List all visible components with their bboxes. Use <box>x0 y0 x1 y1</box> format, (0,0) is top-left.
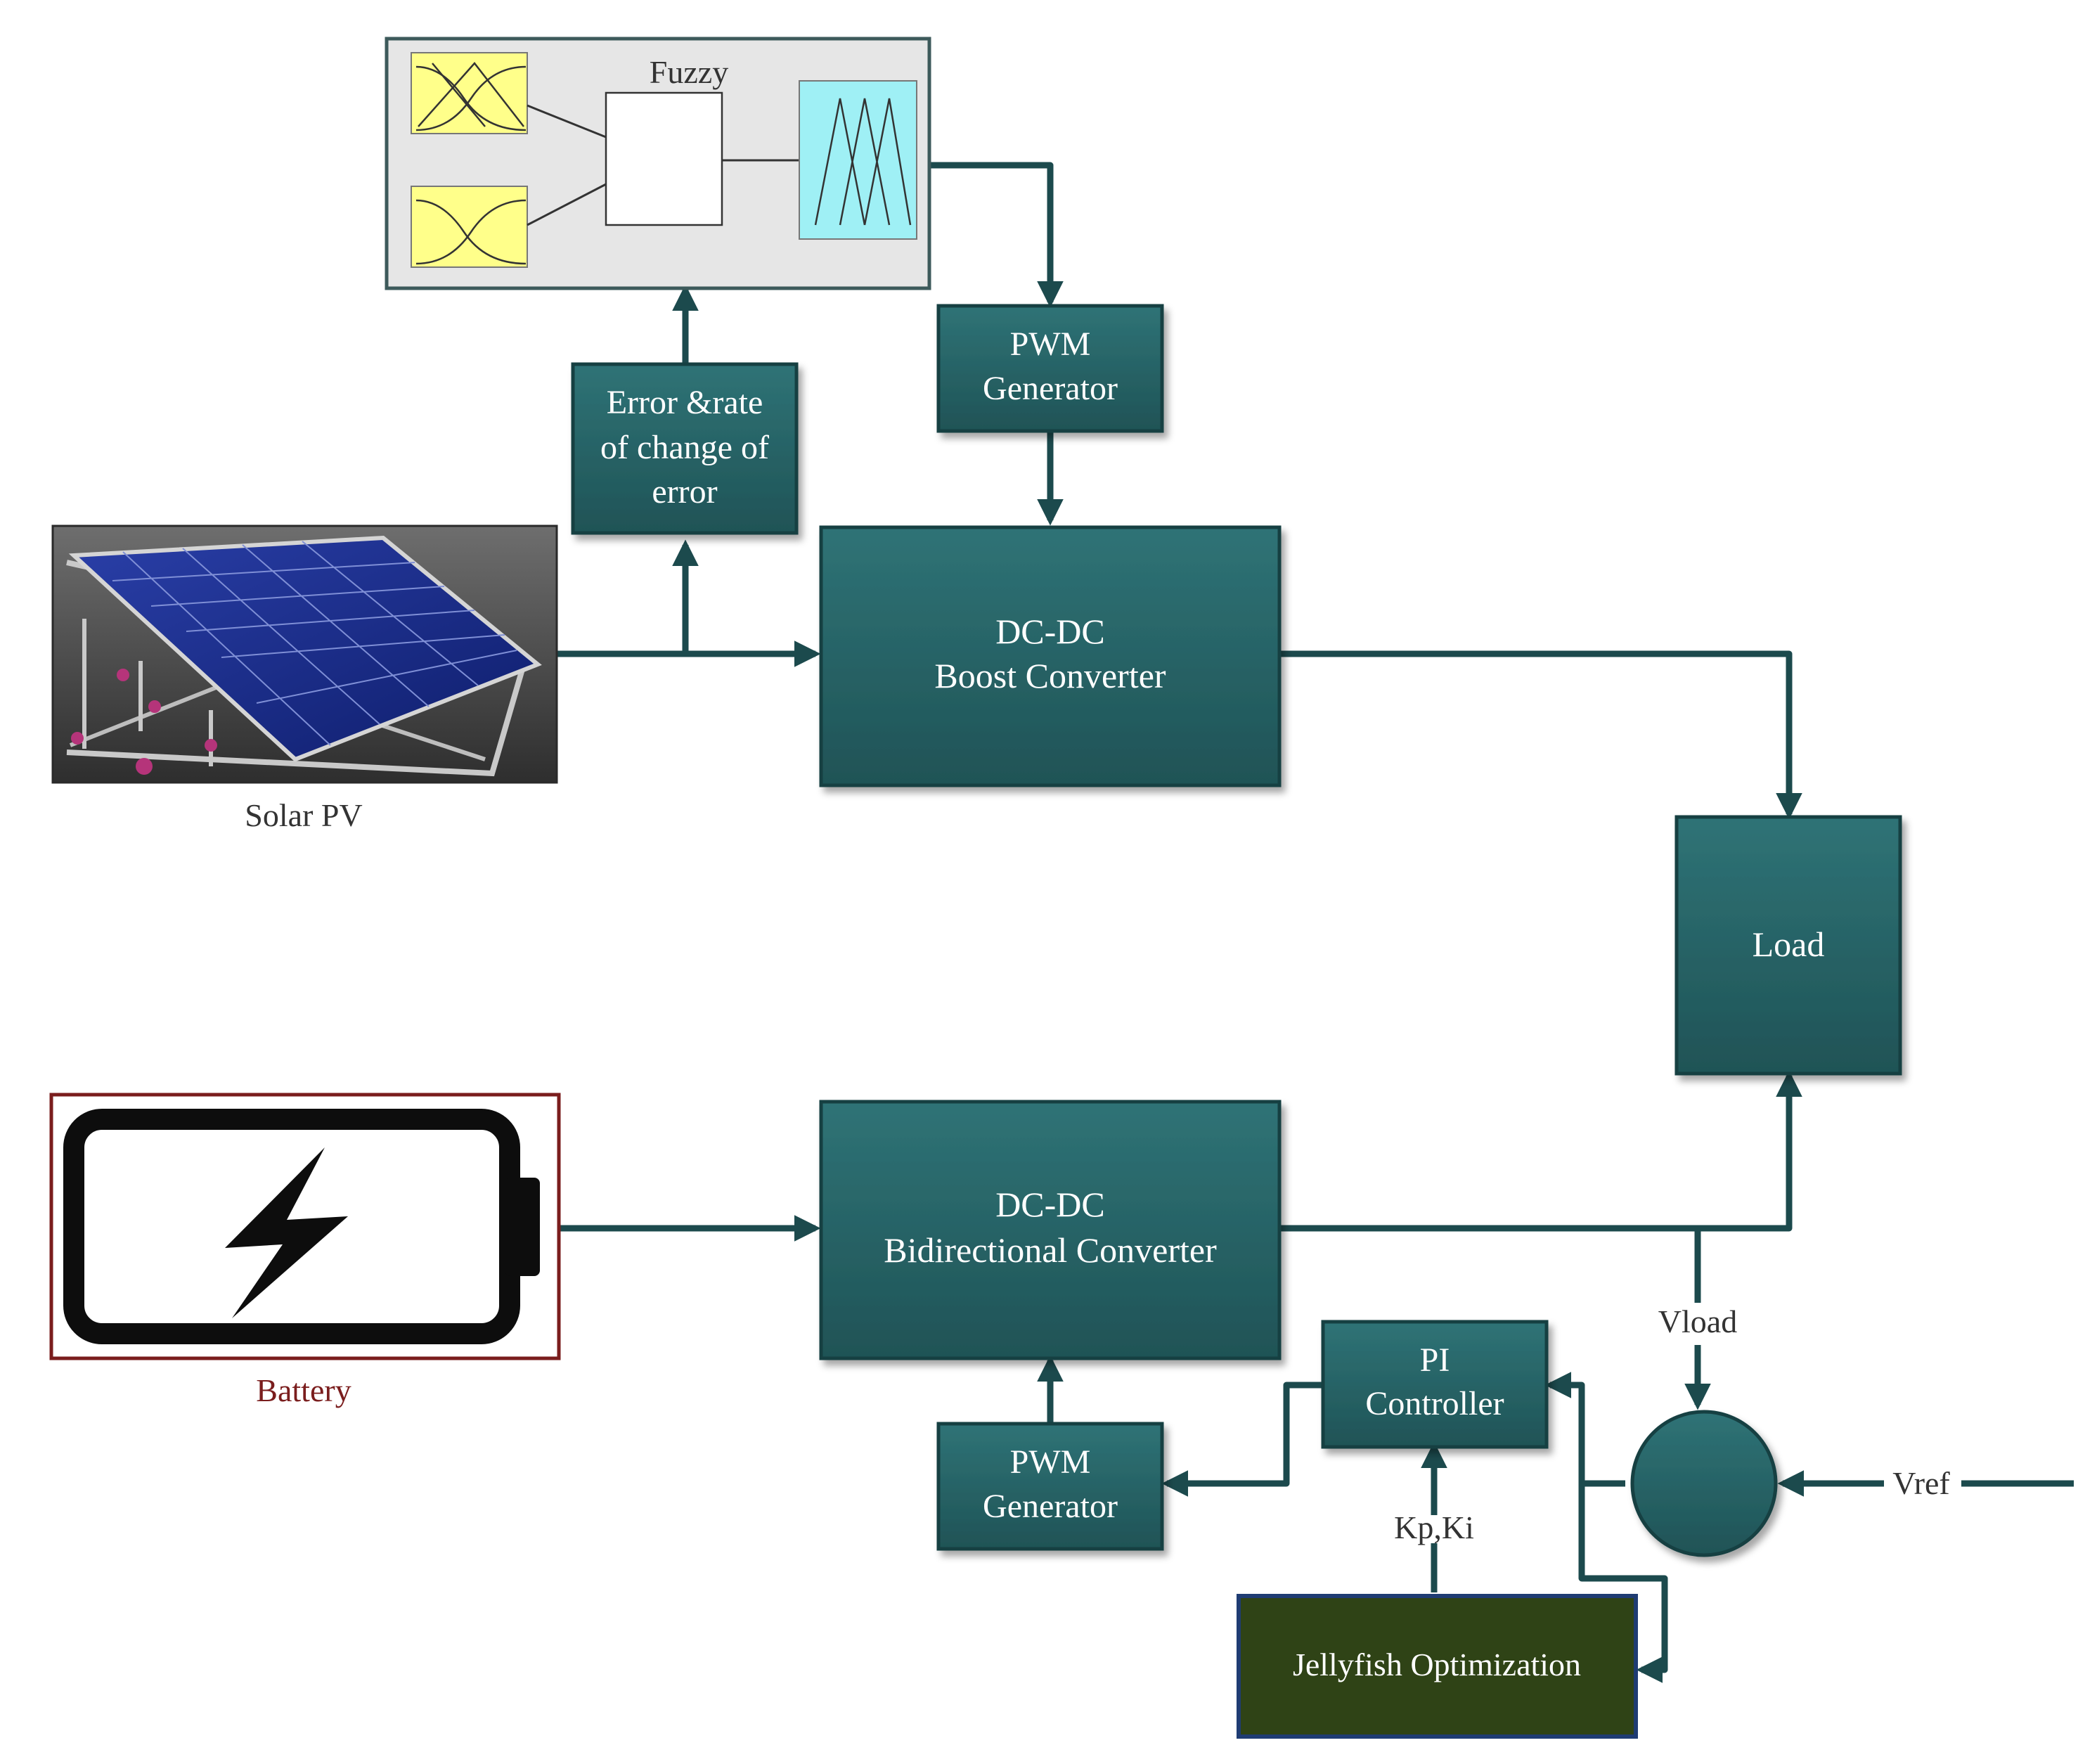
solar-cell-grid <box>112 541 517 746</box>
battery-image <box>49 1093 561 1360</box>
line-fuzzy-to-pwm <box>929 162 1064 308</box>
boost-label-1: DC-DC <box>995 612 1105 651</box>
lightning-bolt-icon <box>225 1147 348 1318</box>
summing-junction <box>1630 1410 1778 1557</box>
solar-mount-legs <box>82 619 213 766</box>
bidirectional-converter-block: DC-DC Bidirectional Converter <box>819 1100 1282 1360</box>
pwm-generator-top: PWM Generator <box>936 304 1164 433</box>
line-pi-to-pwm <box>1161 1382 1323 1497</box>
error-rate-block: Error &rate of change of error <box>571 362 799 535</box>
kpki-label: Kp,Ki <box>1394 1509 1474 1545</box>
solar-mount-joints <box>71 669 217 775</box>
fuzzy-output-mf <box>799 80 917 240</box>
line-sum-to-jellyfish <box>1578 1483 1668 1683</box>
pi-controller-block: PI Controller <box>1321 1320 1549 1449</box>
fuzzy-rule-block <box>605 91 723 226</box>
bidirectional-label-1: DC-DC <box>995 1185 1105 1224</box>
jellyfish-label: Jellyfish Optimization <box>1293 1647 1581 1682</box>
connection-lines <box>555 162 2074 1683</box>
pwm-bottom-label-1: PWM <box>1010 1443 1091 1481</box>
solar-pv-image <box>51 524 558 784</box>
battery-caption: Battery <box>256 1372 351 1408</box>
error-rate-label-1: Error &rate <box>607 384 763 421</box>
vload-label: Vload <box>1658 1303 1737 1339</box>
line-sum-to-pi <box>1544 1372 1625 1487</box>
line-boost-to-load <box>1279 650 1802 820</box>
boost-converter-block: DC-DC Boost Converter <box>819 525 1282 787</box>
solar-pv-caption: Solar PV <box>245 797 362 833</box>
fuzzy-input-mf-2 <box>411 186 528 268</box>
boost-label-2: Boost Converter <box>934 656 1166 695</box>
pi-label-1: PI <box>1420 1341 1450 1379</box>
bidirectional-label-2: Bidirectional Converter <box>884 1230 1217 1270</box>
pwm-top-label-1: PWM <box>1010 326 1091 363</box>
line-bidirectional-to-load <box>1279 1070 1802 1232</box>
pwm-generator-bottom: PWM Generator <box>936 1422 1164 1551</box>
vref-label: Vref <box>1892 1465 1950 1501</box>
pi-label-2: Controller <box>1365 1385 1504 1422</box>
error-rate-label-3: error <box>652 473 717 510</box>
pwm-top-label-2: Generator <box>983 370 1118 407</box>
fuzzy-controller: Fuzzy <box>385 37 931 290</box>
error-rate-label-2: of change of <box>600 429 769 466</box>
fuzzy-title: Fuzzy <box>650 54 728 90</box>
jellyfish-optimization-block: Jellyfish Optimization <box>1237 1594 1638 1739</box>
load-block: Load <box>1674 815 1902 1076</box>
load-label: Load <box>1753 925 1825 964</box>
pwm-bottom-label-2: Generator <box>983 1488 1118 1525</box>
fuzzy-input-mf-1 <box>411 52 528 134</box>
